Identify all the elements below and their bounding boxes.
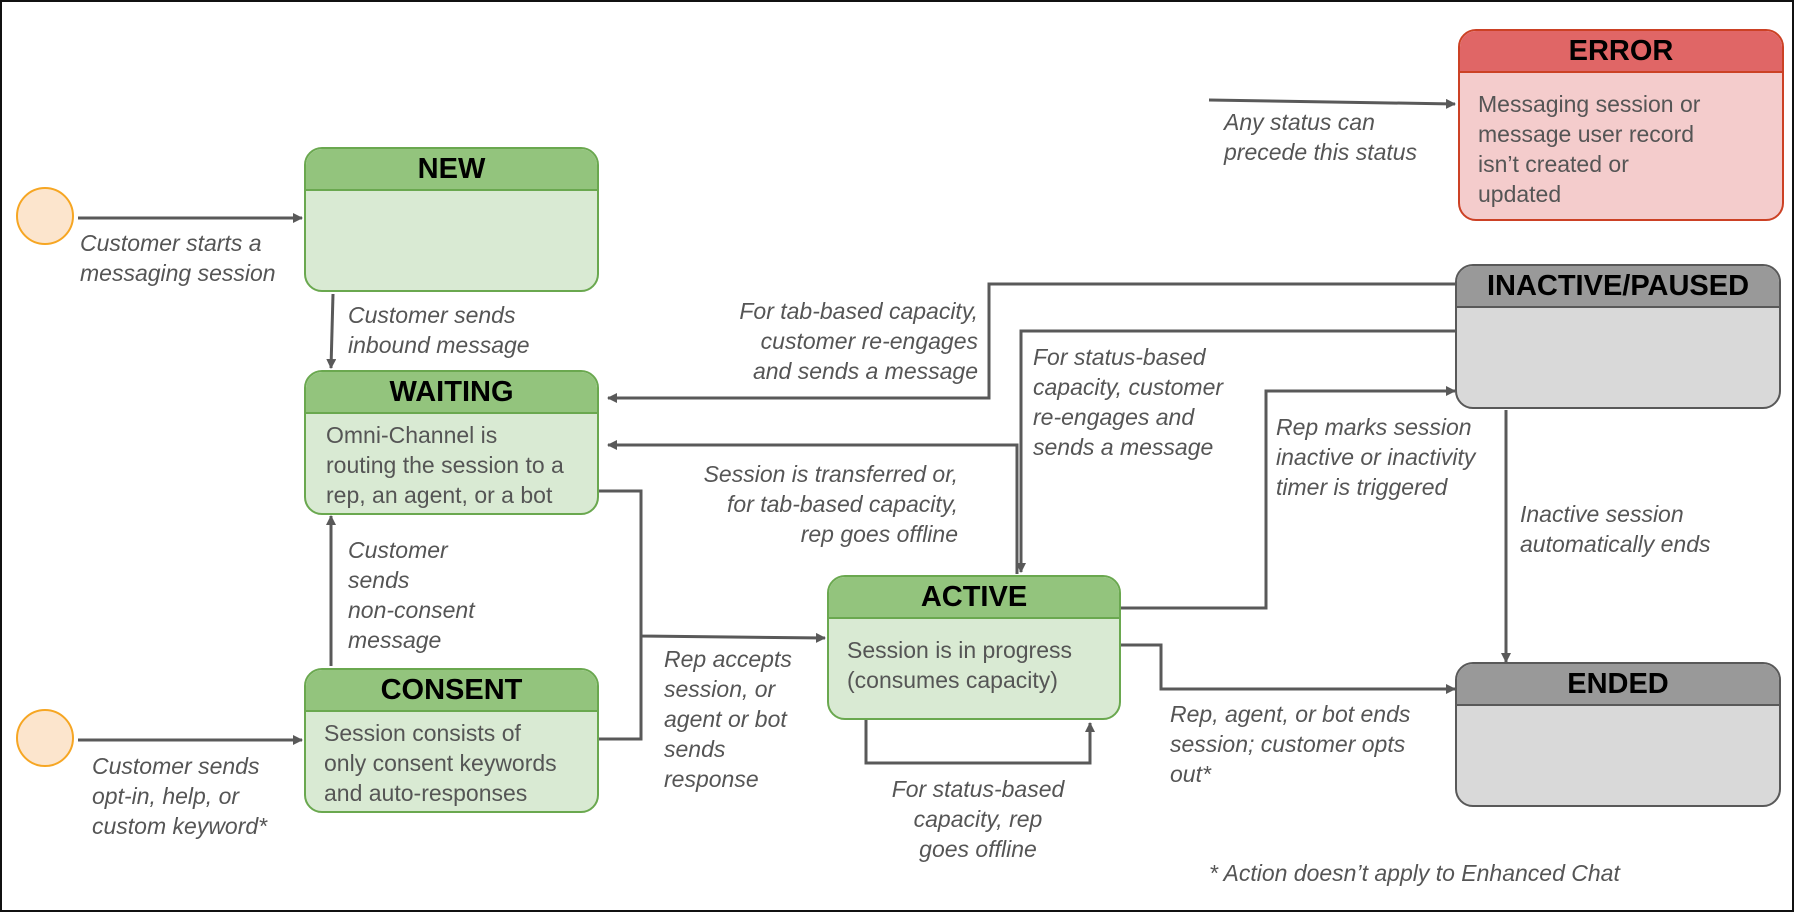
state-ended-body <box>1457 706 1779 712</box>
label-customer-starts: Customer starts a messaging session <box>80 230 276 286</box>
edge-inactive-waiting-tab <box>607 282 1455 403</box>
state-active: ACTIVE Session is in progress (consumes … <box>827 575 1121 720</box>
edge-active-waiting-transfer <box>607 440 1019 574</box>
state-new-body <box>306 191 597 197</box>
state-inactive-paused: INACTIVE/PAUSED <box>1455 264 1781 409</box>
label-auto-ends: Inactive session automatically ends <box>1520 501 1711 557</box>
label-marks-inactive: Rep marks session inactive or inactivity… <box>1276 414 1476 500</box>
label-tab-reengage: For tab-based capacity, customer re-enga… <box>739 298 978 384</box>
edge-active-inactive <box>1119 386 1456 610</box>
label-any-status: Any status can precede this status <box>1224 109 1418 165</box>
edge-inactive-active-status <box>1016 329 1455 573</box>
label-rep-ends: Rep, agent, or bot ends session; custome… <box>1170 701 1411 787</box>
label-transferred: Session is transferred or, for tab-based… <box>703 461 958 547</box>
label-opt-in: Customer sends opt-in, help, or custom k… <box>92 753 268 839</box>
edge-consent-active <box>598 491 643 741</box>
start-circle-keyword <box>16 709 74 767</box>
state-waiting: WAITING Omni-Channel is routing the sess… <box>304 370 599 515</box>
state-error: ERROR Messaging session or message user … <box>1458 29 1784 221</box>
label-inbound-message: Customer sends inbound message <box>348 302 530 358</box>
state-ended-title: ENDED <box>1457 664 1779 706</box>
state-error-title: ERROR <box>1460 31 1782 73</box>
label-status-reengage: For status-based capacity, customer re-e… <box>1033 344 1224 460</box>
state-consent-body: Session consists of only consent keyword… <box>324 720 557 806</box>
state-active-title: ACTIVE <box>829 577 1119 619</box>
state-waiting-body: Omni-Channel is routing the session to a… <box>326 422 564 508</box>
footnote: * Action doesn’t apply to Enhanced Chat <box>1209 860 1620 886</box>
state-consent-title: CONSENT <box>306 670 597 712</box>
start-circle-session <box>16 187 74 245</box>
state-inactive-paused-body <box>1457 308 1779 314</box>
state-ended: ENDED <box>1455 662 1781 807</box>
edge-new-waiting <box>326 293 337 369</box>
edge-active-ended <box>1119 643 1456 694</box>
state-waiting-title: WAITING <box>306 372 597 414</box>
state-new: NEW <box>304 147 599 292</box>
state-error-body: Messaging session or message user record… <box>1478 91 1701 207</box>
label-status-offline: For status-based capacity, rep goes offl… <box>891 776 1065 862</box>
state-active-body: Session is in progress (consumes capacit… <box>847 637 1072 693</box>
state-consent: CONSENT Session consists of only consent… <box>304 668 599 813</box>
state-new-title: NEW <box>306 149 597 191</box>
label-non-consent: Customer sends non-consent message <box>348 537 475 653</box>
label-rep-accepts: Rep accepts session, or agent or bot sen… <box>664 646 792 792</box>
edge-active-self-loop <box>864 720 1095 765</box>
state-inactive-paused-title: INACTIVE/PAUSED <box>1457 266 1779 308</box>
edge-any-error <box>1208 98 1456 109</box>
